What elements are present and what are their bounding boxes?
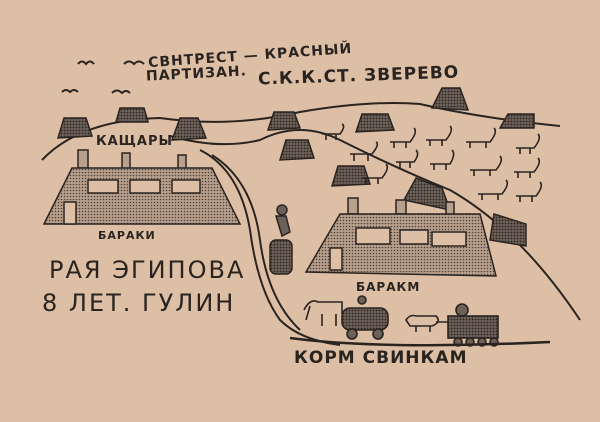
birds-icon: [61, 60, 145, 95]
person-icon: [269, 204, 293, 275]
author-age-place: 8 ЛЕТ. ГУЛИН: [42, 289, 236, 317]
label-feed-pigs: КОРМ СВИНКАМ: [294, 348, 468, 368]
label-left-barracks: БАРАКИ: [98, 229, 156, 242]
left-barracks-icon: [42, 149, 242, 225]
author-name: РАЯ ЭГИПОВА: [49, 256, 246, 284]
carts-icon: [289, 295, 551, 347]
animals-icon: [322, 123, 543, 202]
label-right-barracks: БАРАКМ: [356, 280, 421, 294]
right-barracks-icon: [304, 197, 497, 277]
label-kashary: КАЩАРЫ: [96, 134, 173, 149]
huts-icon: [56, 87, 535, 247]
